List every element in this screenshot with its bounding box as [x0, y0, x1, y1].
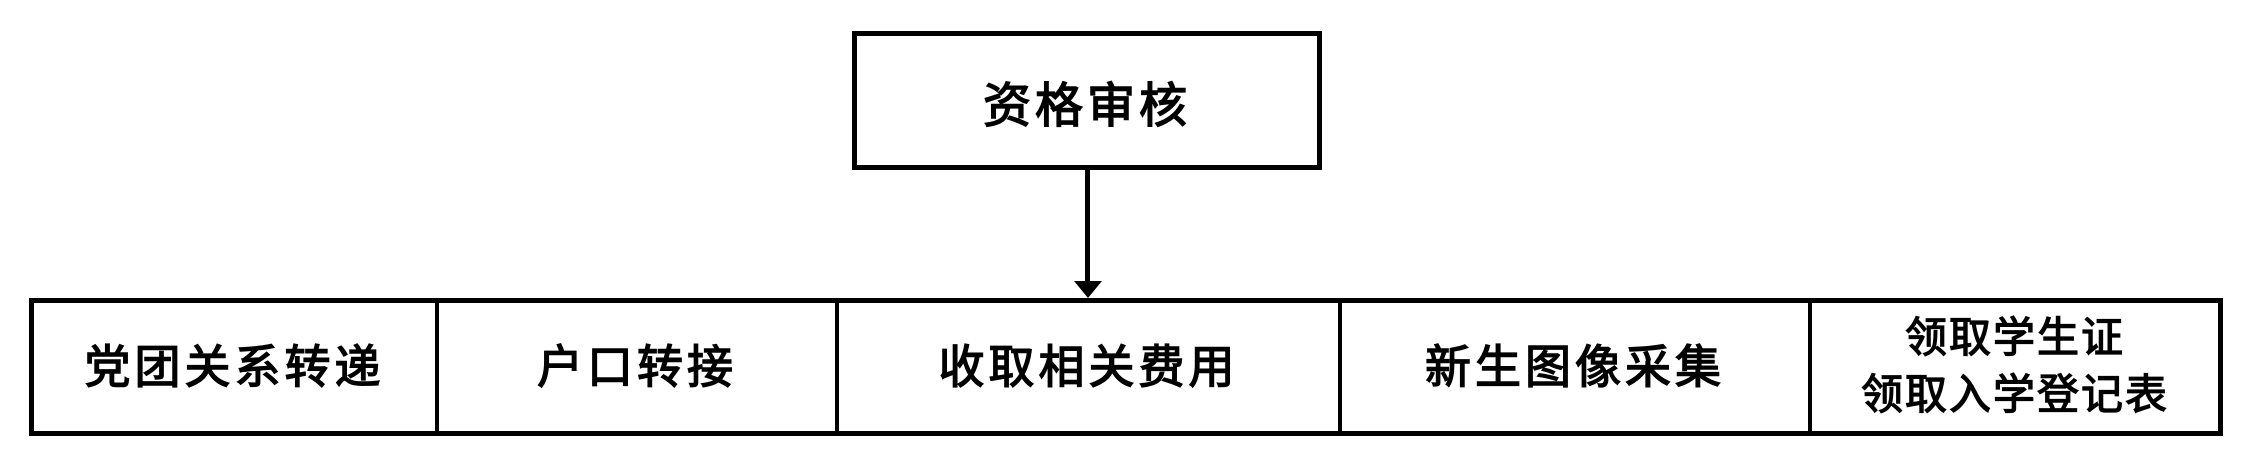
cell-household-registration-transfer-label: 户口转接	[537, 340, 737, 393]
cell-fee-collection: 收取相关费用	[835, 303, 1338, 431]
process-row: 党团关系转递 户口转接 收取相关费用 新生图像采集 领取学生证 领取入学登记表	[29, 298, 2223, 436]
cell-student-id-label: 领取学生证	[1904, 314, 2125, 362]
qualification-review-box: 资格审核	[852, 31, 1322, 170]
connector-line	[1085, 170, 1090, 282]
qualification-review-label: 资格审核	[982, 79, 1191, 133]
cell-new-student-image-capture: 新生图像采集	[1338, 303, 1808, 431]
cell-student-id-and-registration-form: 领取学生证 领取入学登记表	[1808, 303, 2218, 431]
cell-household-registration-transfer: 户口转接	[435, 303, 835, 431]
cell-party-league-transfer: 党团关系转递	[34, 303, 435, 431]
cell-party-league-transfer-label: 党团关系转递	[84, 340, 385, 393]
cell-new-student-image-capture-label: 新生图像采集	[1425, 340, 1725, 393]
cell-fee-collection-label: 收取相关费用	[938, 340, 1239, 393]
arrow-down-icon	[1074, 281, 1102, 298]
cell-registration-form-label: 领取入学登记表	[1860, 371, 2169, 418]
